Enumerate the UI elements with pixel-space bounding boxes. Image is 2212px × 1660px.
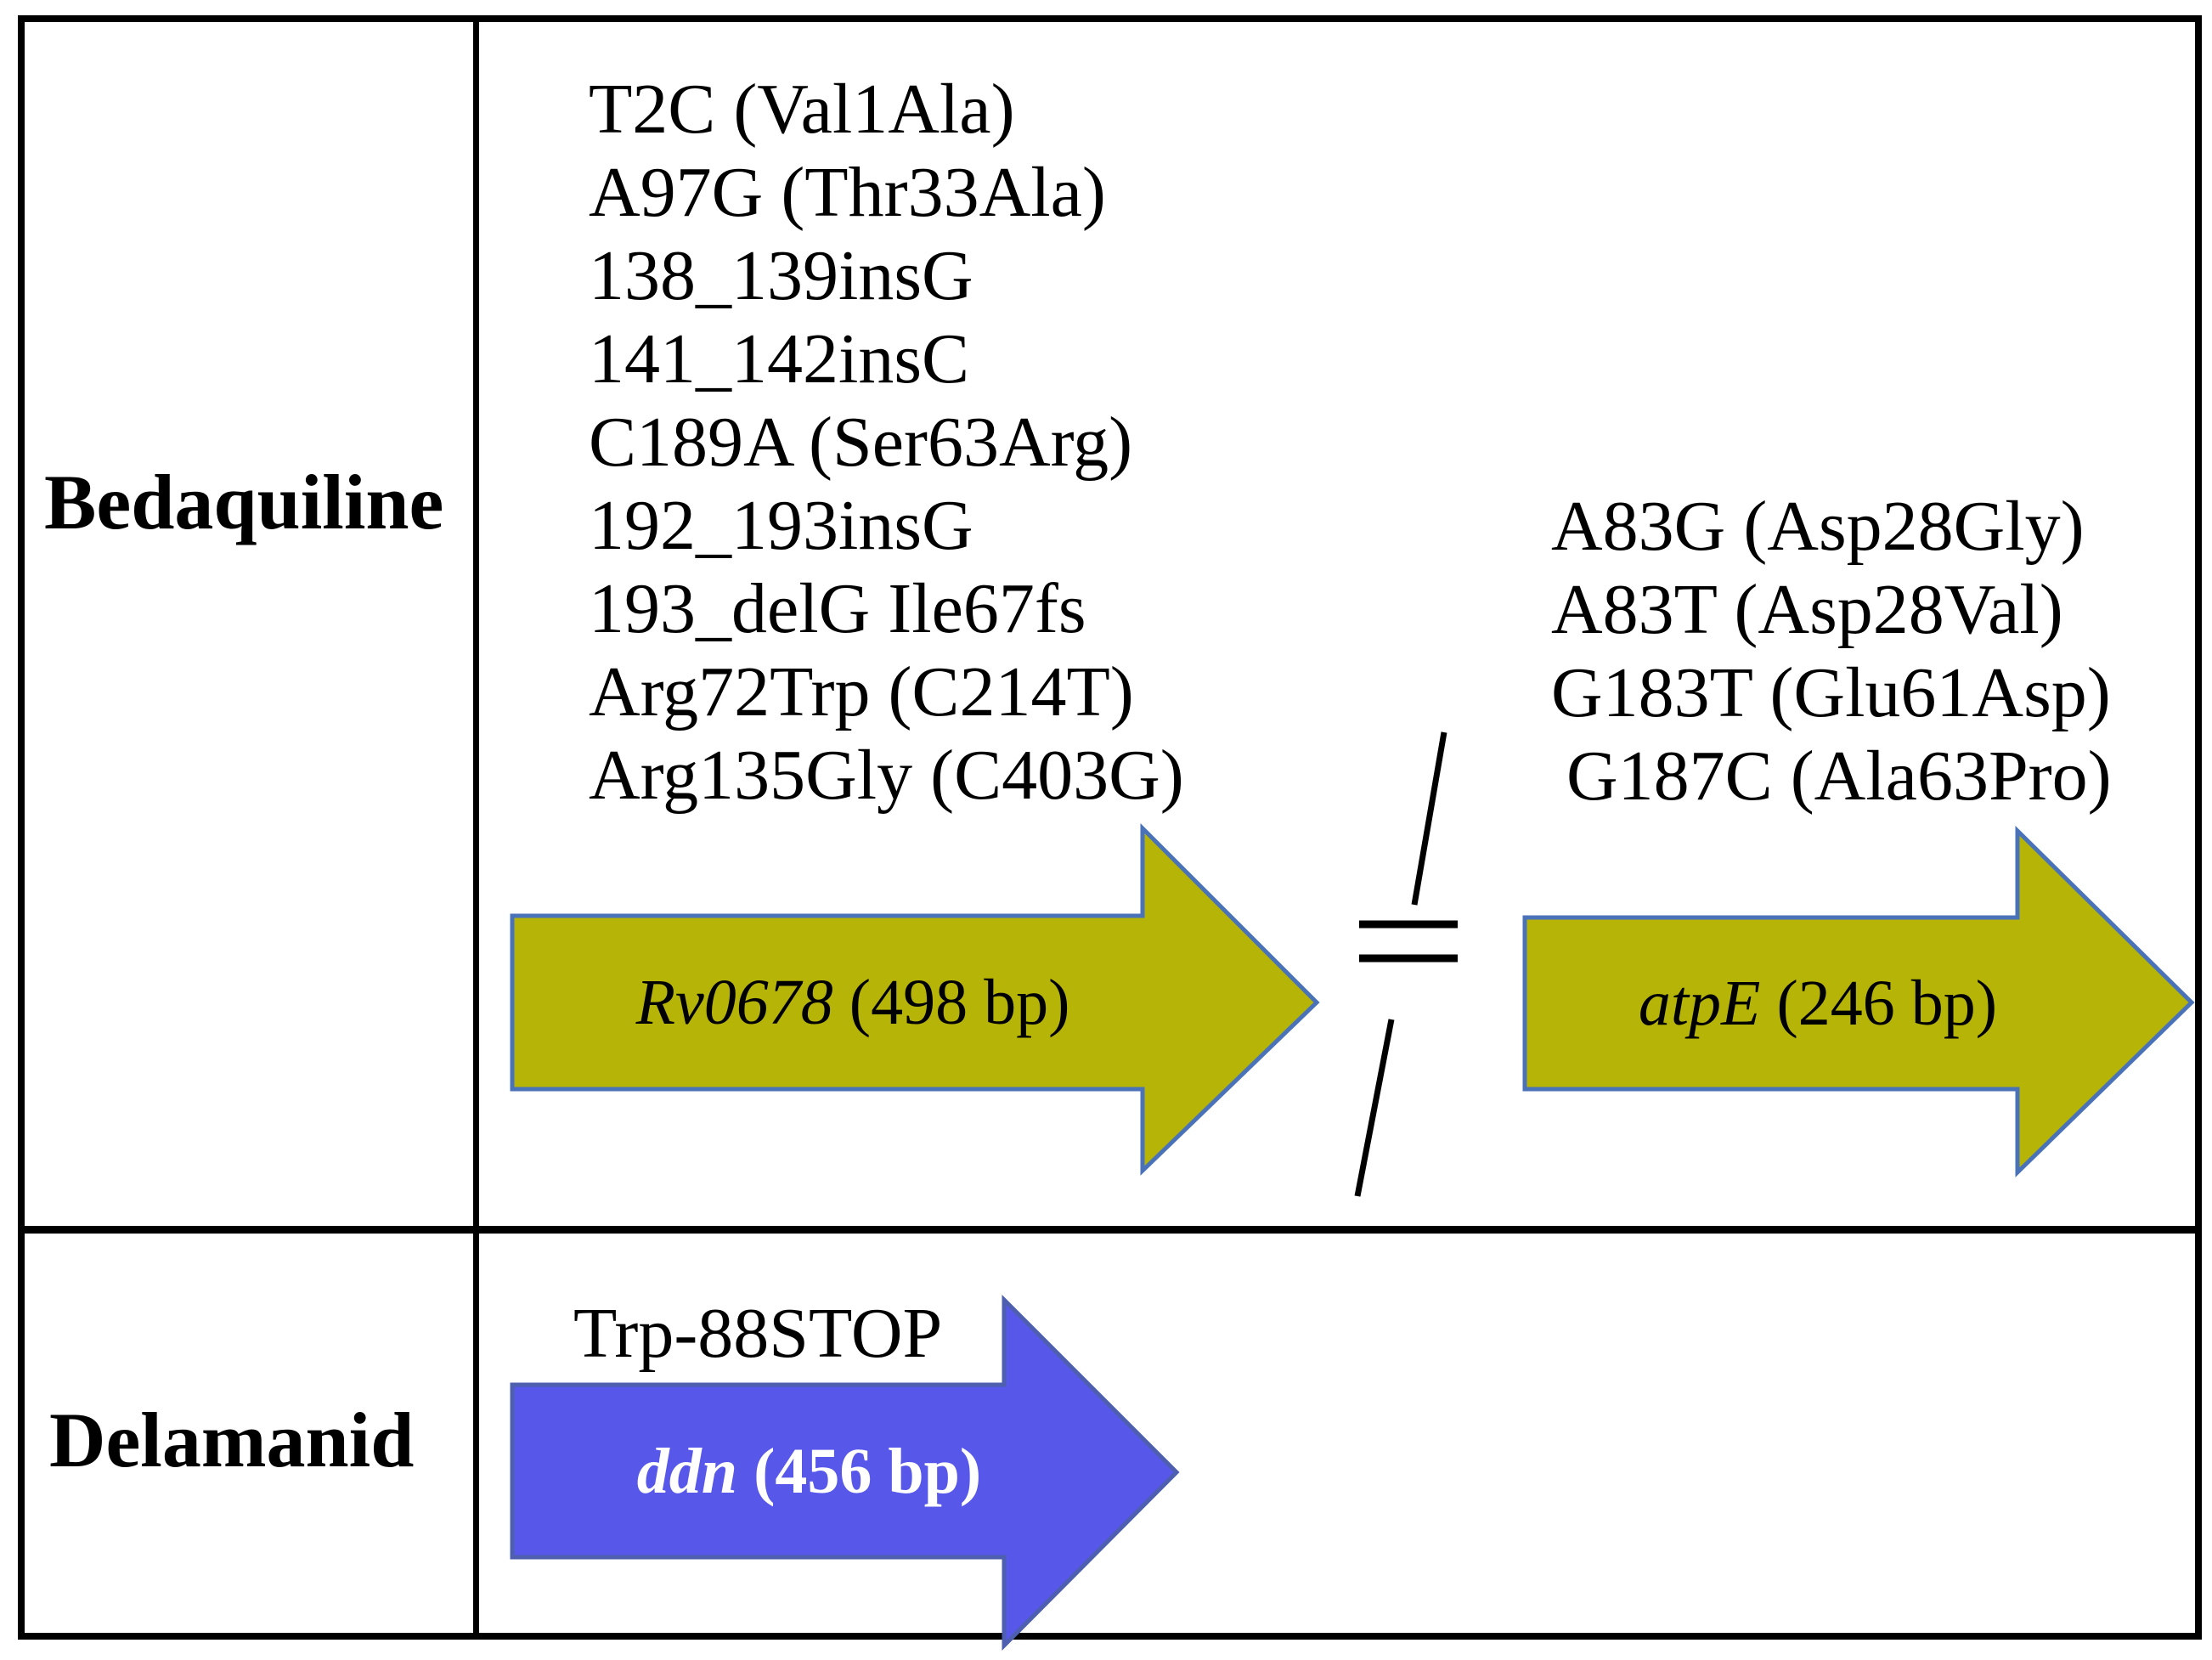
mutation-line: 193_delG Ile67fs [589, 569, 1086, 648]
ddn-gene-arrow [510, 1294, 1180, 1652]
drug-label-bedaquiline: Bedaquiline [44, 459, 444, 545]
rv0678-mutation-list: T2C (Val1Ala) A97G (Thr33Ala) 138_139ins… [589, 68, 1184, 817]
mutation-line: 141_142insC [589, 319, 970, 398]
column-divider [473, 15, 479, 1640]
mutation-line: 192_193insG [589, 486, 973, 565]
mutation-line: A83T (Asp28Val) [1551, 570, 2063, 649]
gene-arrow-shape [1522, 826, 2195, 1177]
mutation-line: A97G (Thr33Ala) [589, 153, 1106, 232]
row-divider [18, 1226, 2202, 1234]
mutation-line: G183T (Glu61Asp) [1551, 653, 2111, 732]
gene-name: Rv0678 [635, 967, 833, 1038]
rv0678-gene-label: Rv0678 (498 bp) [512, 916, 1168, 1089]
atpe-mutation-list: A83G (Asp28Gly) A83T (Asp28Val) G183T (G… [1551, 485, 2112, 818]
gene-size: (456 bp) [737, 1435, 982, 1507]
mutation-line: Arg72Trp (C214T) [589, 652, 1134, 731]
atpe-gene-arrow [1522, 826, 2195, 1177]
mutation-line: A83G (Asp28Gly) [1551, 487, 2085, 566]
mutation-line: 138_139insG [589, 236, 973, 315]
ddn-mutation-label: Trp-88STOP [573, 1294, 943, 1373]
rv0678-gene-arrow [510, 822, 1320, 1176]
gene-name: atpE [1638, 968, 1761, 1039]
mutation-line: G187C (Ala63Pro) [1566, 737, 2112, 816]
mutation-line: C189A (Ser63Arg) [589, 403, 1133, 482]
gene-arrow-shape [510, 822, 1320, 1176]
gene-size: (246 bp) [1760, 968, 1998, 1039]
table-border [18, 15, 2202, 1640]
gene-size: (498 bp) [832, 967, 1070, 1038]
atpe-gene-label: atpE (246 bp) [1525, 918, 2064, 1089]
sequence-break-icon [1354, 731, 1458, 1197]
drug-label-delamanid: Delamanid [49, 1397, 415, 1483]
gene-name: ddn [636, 1435, 738, 1507]
mutation-line: Arg135Gly (C403G) [589, 736, 1184, 815]
mutation-line: T2C (Val1Ala) [589, 70, 1015, 149]
ddn-gene-label: ddn (456 bp) [512, 1385, 1055, 1557]
gene-arrow-shape [510, 1294, 1180, 1652]
